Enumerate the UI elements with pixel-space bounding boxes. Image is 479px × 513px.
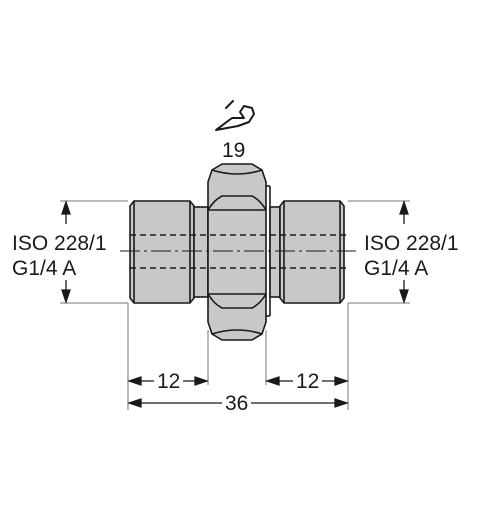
left-neck xyxy=(193,206,209,298)
wrench-icon xyxy=(215,100,255,131)
right-thread-standard: ISO 228/1 xyxy=(364,232,459,255)
left-thread-standard: ISO 228/1 xyxy=(12,232,107,255)
bore-lines xyxy=(130,234,348,269)
left-thread-size: G1/4 A xyxy=(12,257,77,280)
hex-nut xyxy=(207,163,267,341)
right-thread xyxy=(279,200,345,304)
wrench-size-label: 19 xyxy=(222,139,246,162)
right-neck xyxy=(269,206,281,298)
extension-lines xyxy=(60,200,410,410)
right-thread-size: G1/4 A xyxy=(364,257,429,280)
total-length-label: 36 xyxy=(222,393,252,414)
thread-diameter-dims xyxy=(61,199,409,305)
right-length-label: 12 xyxy=(293,371,323,392)
adapter-body xyxy=(129,163,345,341)
left-length-label: 12 xyxy=(154,371,184,392)
left-thread xyxy=(129,200,195,304)
